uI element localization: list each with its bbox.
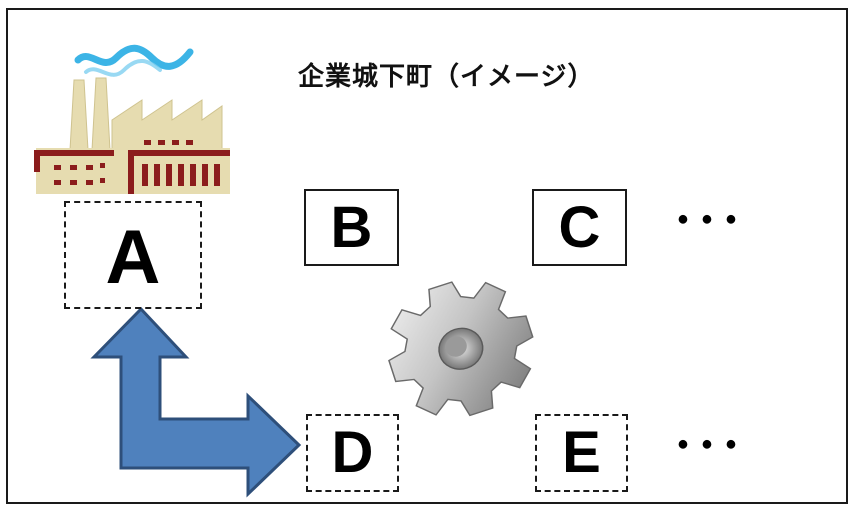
company-b-box: B xyxy=(304,189,399,266)
ellipsis-top: ･･･ xyxy=(672,197,744,246)
ellipsis-bottom: ･･･ xyxy=(672,422,744,471)
diagram-frame xyxy=(6,8,848,504)
company-c-box: C xyxy=(532,189,627,266)
company-e-box: E xyxy=(535,414,628,492)
company-d-box: D xyxy=(306,414,399,492)
gear-icon xyxy=(388,281,534,417)
diagram-title: 企業城下町（イメージ） xyxy=(298,62,595,92)
factory-icon xyxy=(34,44,230,194)
bent-arrow-icon xyxy=(90,306,302,498)
company-a-box: A xyxy=(64,201,202,309)
